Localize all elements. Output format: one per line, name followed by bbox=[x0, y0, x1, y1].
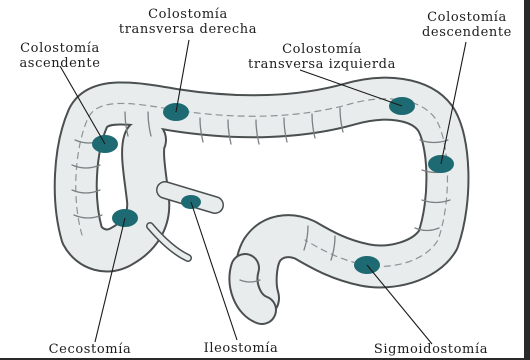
label-ileostomia: Ileostomía bbox=[186, 341, 296, 356]
label-transversa-derecha: Colostomía transversa derecha bbox=[108, 7, 268, 37]
label-transversa-izquierda: Colostomía transversa izquierda bbox=[229, 42, 415, 72]
label-ascendente: Colostomía ascendente bbox=[12, 41, 108, 71]
label-cecostomia: Cecostomía bbox=[30, 342, 150, 357]
colon bbox=[72, 99, 450, 310]
label-sigmoidostomia: Sigmoidostomía bbox=[356, 342, 506, 357]
label-descendente: Colostomía descendente bbox=[412, 10, 522, 40]
colon-body bbox=[76, 99, 448, 298]
